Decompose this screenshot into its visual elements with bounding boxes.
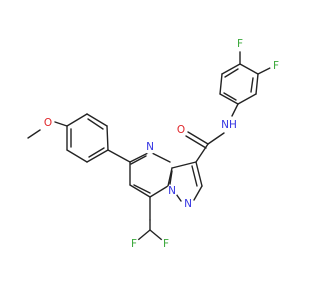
bond bbox=[106, 125, 109, 151]
bond bbox=[86, 149, 109, 163]
bond-double-inner bbox=[87, 118, 104, 130]
atom-label: NH bbox=[221, 119, 237, 131]
bond bbox=[257, 67, 271, 75]
bond bbox=[219, 93, 239, 105]
bond bbox=[219, 73, 223, 95]
atom-label: N bbox=[168, 185, 176, 197]
fluorine-atom-top: F bbox=[234, 38, 246, 50]
bond bbox=[239, 63, 259, 75]
bond bbox=[107, 149, 131, 163]
molecule-structure: F F NH O N O N N bbox=[27, 38, 282, 250]
bond bbox=[86, 113, 108, 127]
bond bbox=[171, 161, 197, 169]
atom-label: F bbox=[273, 60, 279, 72]
bond-double-inner bbox=[223, 92, 237, 101]
bond bbox=[66, 149, 88, 163]
bond-double-inner bbox=[224, 68, 239, 78]
carbonyl-oxygen: O bbox=[175, 124, 187, 136]
bond bbox=[27, 129, 41, 139]
bond-double-inner bbox=[191, 165, 198, 187]
bond bbox=[237, 93, 257, 105]
bond bbox=[149, 151, 171, 163]
atom-label: F bbox=[237, 38, 243, 50]
pyrazole-nitrogen: N bbox=[182, 198, 194, 210]
bond bbox=[187, 131, 209, 145]
bonds bbox=[27, 51, 271, 241]
bond-double-inner bbox=[185, 135, 207, 149]
amide-nh: NH bbox=[219, 118, 239, 132]
atom-label: O bbox=[44, 117, 52, 129]
bond bbox=[137, 229, 151, 241]
fluorine-atom-right: F bbox=[270, 60, 282, 72]
bond-double-inner bbox=[250, 77, 254, 93]
bond bbox=[221, 63, 241, 75]
atom-label: O bbox=[177, 124, 185, 136]
bond bbox=[54, 121, 68, 127]
bond bbox=[149, 185, 169, 198]
fluorine-atom-bottom-right: F bbox=[160, 238, 172, 250]
bond bbox=[129, 151, 151, 163]
bond-double-inner bbox=[130, 155, 147, 165]
atom-label: F bbox=[163, 238, 169, 250]
bond bbox=[195, 143, 209, 163]
bond-double-inner bbox=[133, 184, 151, 194]
atom-label: N bbox=[146, 141, 154, 153]
bond bbox=[195, 161, 203, 187]
bond bbox=[231, 103, 239, 117]
fluorine-atom-left: F bbox=[128, 238, 140, 250]
pyrimidine-nitrogen: N bbox=[144, 141, 156, 154]
bond bbox=[207, 132, 225, 145]
bond-double-inner bbox=[88, 147, 105, 158]
bond bbox=[149, 229, 163, 241]
bond bbox=[193, 185, 203, 201]
methoxy-oxygen: O bbox=[42, 117, 54, 129]
atom-label: F bbox=[131, 238, 137, 250]
atom-label: N bbox=[184, 198, 192, 210]
bond bbox=[66, 113, 88, 127]
bridgehead-nitrogen: N bbox=[166, 185, 178, 197]
bond-double-inner bbox=[169, 170, 173, 185]
atom-labels: F F NH O N O N N bbox=[42, 38, 282, 250]
bond bbox=[255, 73, 259, 95]
bond bbox=[129, 184, 151, 198]
